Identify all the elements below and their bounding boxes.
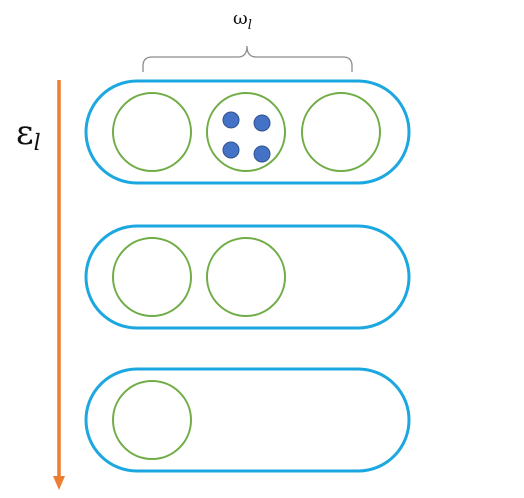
degeneracy-brace — [142, 45, 353, 72]
particle-dot — [253, 114, 271, 132]
energy-level-box — [84, 224, 411, 330]
energy-level-3 — [84, 367, 411, 473]
energy-level-box — [84, 367, 411, 473]
quantum-state-circle — [206, 92, 286, 172]
energy-level-box — [84, 79, 411, 185]
epsilon-label-base: ε — [16, 113, 34, 153]
quantum-state-circle — [206, 237, 286, 317]
quantum-state-circle — [112, 92, 192, 172]
quantum-state-circle — [301, 92, 381, 172]
particle-dot — [253, 145, 271, 163]
energy-arrow-head — [53, 476, 65, 490]
quantum-state-circle — [112, 380, 192, 460]
omega-label: ωl — [233, 8, 252, 33]
energy-level-2 — [84, 224, 411, 330]
energy-level-1 — [84, 79, 411, 185]
energy-arrow — [53, 80, 65, 490]
energy-levels — [84, 79, 411, 473]
omega-label-sub: l — [248, 18, 252, 33]
epsilon-label-sub: l — [34, 131, 41, 156]
particle-dot — [222, 141, 240, 159]
quantum-state-circle — [112, 237, 192, 317]
particle-dot — [222, 111, 240, 129]
epsilon-label: εl — [16, 113, 41, 156]
omega-label-base: ω — [233, 8, 248, 29]
